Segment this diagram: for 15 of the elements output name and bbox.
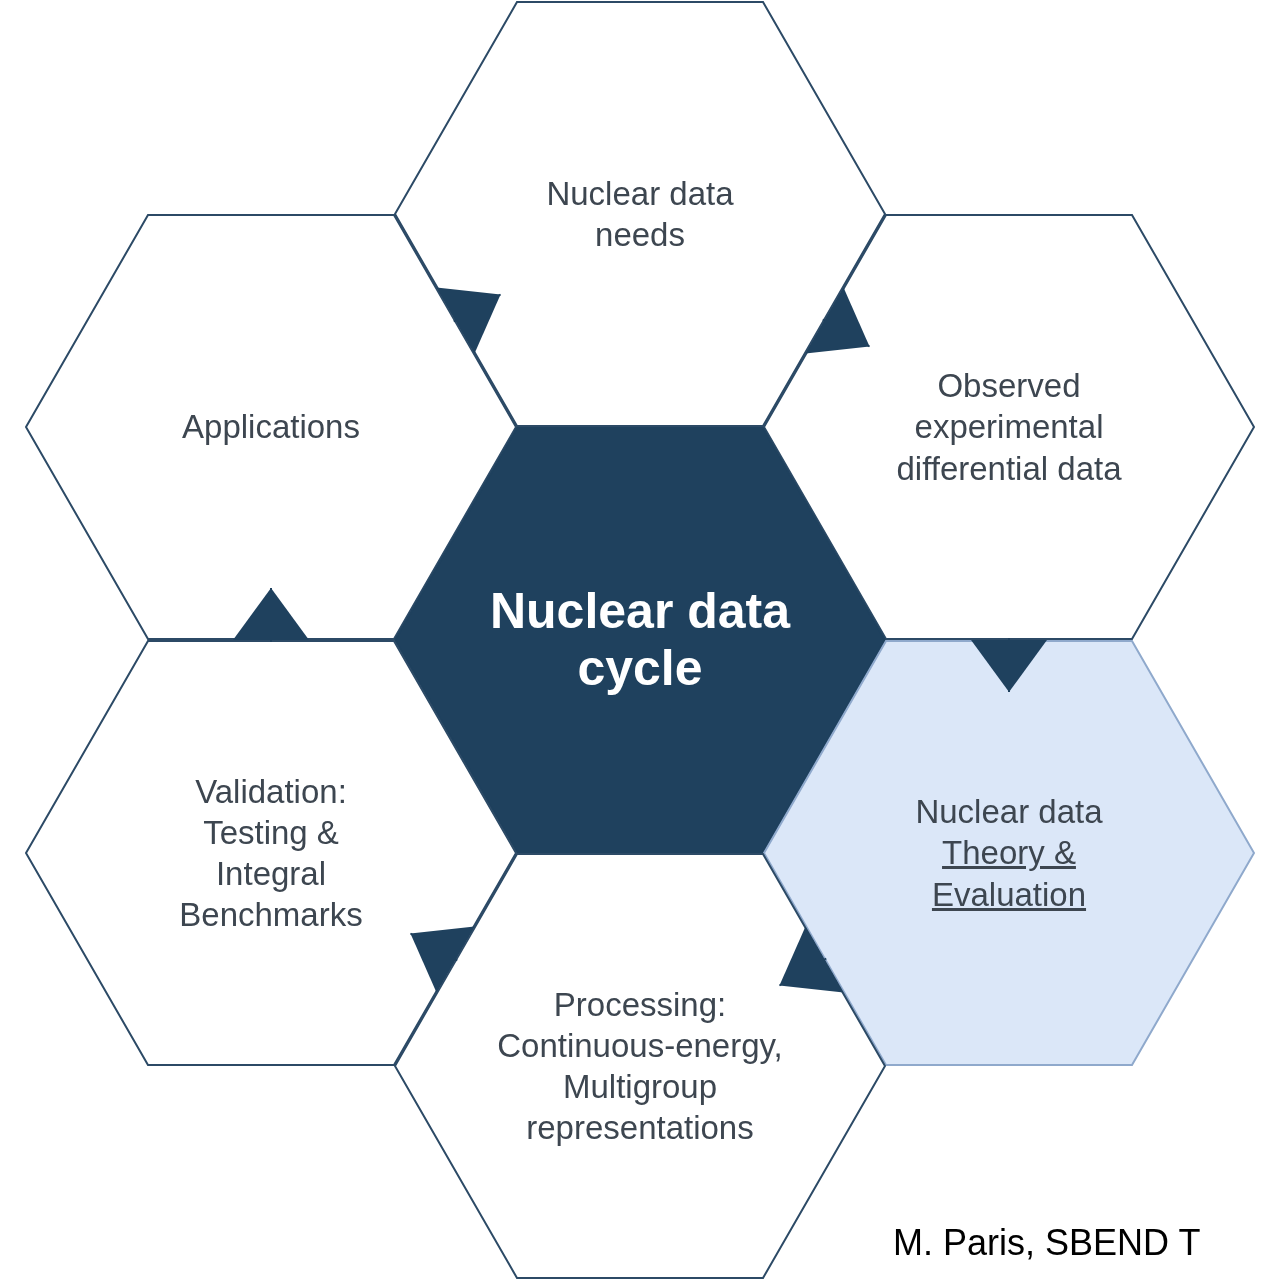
hexagon-label: Nuclear data needs [545, 173, 735, 255]
arrow [436, 287, 502, 354]
hexagon-label: Theory & Evaluation [930, 833, 1088, 915]
citation-text: M. Paris, SBEND T [893, 1225, 1201, 1261]
hexagon-label: Applications [182, 407, 360, 448]
hexagon-label: Nuclear data cycle [488, 582, 792, 698]
arrow [778, 926, 844, 993]
hexagon-label: Nuclear data [915, 792, 1103, 833]
arrow [409, 926, 475, 993]
hexagon-label: Processing: Continuous-energy, Multigroup representations [496, 984, 784, 1149]
hexagon-label: Validation: Testing & Integral Benchmarks [178, 771, 364, 936]
arrow [233, 587, 309, 643]
hexagon-label: Observed experimental differential data [895, 366, 1123, 489]
arrow [971, 637, 1047, 693]
arrow [805, 287, 871, 354]
